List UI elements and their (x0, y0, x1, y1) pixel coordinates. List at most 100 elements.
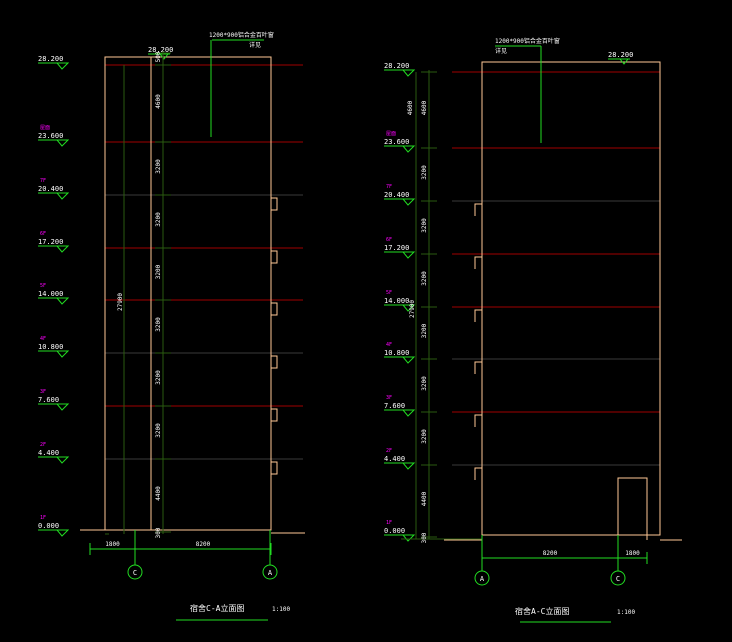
level-value: 28.200 (38, 55, 63, 63)
level-triangle-icon (401, 409, 416, 417)
level-value: 4.400 (384, 455, 405, 463)
canopy-detail (474, 203, 482, 216)
canopy-detail (271, 302, 278, 316)
storey-dimension-text: 3200 (421, 323, 428, 338)
callout-text: 详见 (249, 41, 261, 49)
axis-bubble (610, 570, 626, 586)
level-triangle-icon (401, 462, 416, 470)
roof-level-text: 28.200 (608, 51, 633, 59)
level-triangle-icon (401, 145, 416, 153)
callout-text: 详见 (495, 47, 507, 55)
total-dimension-text: 27900 (117, 293, 124, 311)
axis-bubble (262, 564, 278, 580)
level-value: 4.400 (38, 449, 59, 457)
callout-text: 1200*900铝合金百叶窗 (495, 37, 560, 45)
storey-dimension-text: 3200 (155, 159, 162, 174)
axis-label: A (480, 575, 485, 583)
canopy-detail (271, 197, 278, 211)
level-value: 7.600 (384, 402, 405, 410)
level-triangle-icon (401, 198, 416, 206)
storey-dimension-text: 3200 (155, 317, 162, 332)
level-triangle-icon (55, 192, 70, 200)
storey-dimension-text: 3200 (421, 218, 428, 233)
storey-dimension-text: 300 (421, 532, 428, 543)
floor-tag: 4F (386, 342, 392, 348)
level-triangle-icon (401, 534, 416, 542)
level-value: 0.000 (38, 522, 59, 530)
building-outline (481, 61, 661, 536)
floor-tag: 5F (386, 290, 392, 296)
axis-label: A (268, 569, 273, 577)
storey-dimension-text: 3200 (421, 376, 428, 391)
floor-tag: 4F (40, 336, 46, 342)
level-triangle-icon (55, 403, 70, 411)
floor-tag: 3F (40, 389, 46, 395)
storey-dimension-text: 3200 (155, 264, 162, 279)
building-outline (104, 56, 272, 531)
canopy-detail (474, 361, 482, 374)
level-value: 17.200 (384, 244, 409, 252)
canopy-detail (474, 256, 482, 269)
storey-dimension-text: 4400 (155, 486, 162, 501)
level-triangle-icon (158, 53, 170, 60)
level-value: 20.400 (38, 185, 63, 193)
floor-tag: 1F (386, 520, 392, 526)
level-value: 7.600 (38, 396, 59, 404)
canopy-detail (474, 309, 482, 322)
level-triangle-icon (55, 529, 70, 537)
floor-tag: 2F (40, 442, 46, 448)
level-triangle-icon (55, 62, 70, 70)
canopy-detail (271, 250, 278, 264)
storey-dimension-text: 3200 (155, 423, 162, 438)
drawing-scale: 1:100 (617, 609, 635, 616)
floor-tag: 屋面 (40, 125, 50, 131)
drawing-scale: 1:100 (272, 606, 290, 613)
drawing-title: 宿舍C-A立面图 (190, 603, 244, 613)
storey-dimension-text: 3200 (421, 429, 428, 444)
level-triangle-icon (55, 297, 70, 305)
level-triangle-icon (401, 356, 416, 364)
canopy-detail (474, 414, 482, 427)
storey-dimension-text: 500 (155, 51, 162, 62)
roof-level-text: 28.200 (148, 46, 173, 54)
level-value: 28.200 (384, 62, 409, 70)
bay-dimension-text: 1800 (105, 541, 120, 548)
floor-tag: 1F (40, 515, 46, 521)
level-triangle-icon (401, 251, 416, 259)
axis-label: C (616, 575, 620, 583)
bay-dimension-text: 8200 (543, 550, 558, 557)
axis-bubble (127, 564, 143, 580)
drawing-title: 宿舍A-C立面图 (515, 606, 569, 616)
canopy-detail (271, 408, 278, 422)
floor-tag: 6F (386, 237, 392, 243)
level-triangle-icon (401, 69, 416, 77)
storey-dimension-text: 4600 (421, 100, 428, 115)
level-value: 0.000 (384, 527, 405, 535)
level-triangle-icon (55, 350, 70, 358)
level-triangle-icon (55, 456, 70, 464)
level-triangle-icon (55, 139, 70, 147)
floor-tag: 7F (40, 178, 46, 184)
storey-dimension-text: 3200 (155, 370, 162, 385)
level-value: 14.000 (384, 297, 409, 305)
level-value: 14.000 (38, 290, 63, 298)
canopy-detail (474, 467, 482, 480)
level-value: 23.600 (38, 132, 63, 140)
level-value: 10.800 (384, 349, 409, 357)
canopy-detail (271, 355, 278, 369)
level-triangle-icon (401, 304, 416, 312)
entrance-outline (617, 477, 648, 540)
floor-tag: 2F (386, 448, 392, 454)
floor-tag: 7F (386, 184, 392, 190)
axis-bubble (474, 570, 490, 586)
bay-dimension-text: 8200 (196, 541, 211, 548)
level-triangle-icon (618, 58, 630, 65)
level-value: 20.400 (384, 191, 409, 199)
storey-dimension-text: 3200 (421, 271, 428, 286)
storey-dimension-text: 4600 (155, 94, 162, 109)
storey-dimension-text: 300 (155, 527, 162, 538)
floor-tag: 6F (40, 231, 46, 237)
canopy-detail (271, 461, 278, 475)
floor-tag: 5F (40, 283, 46, 289)
